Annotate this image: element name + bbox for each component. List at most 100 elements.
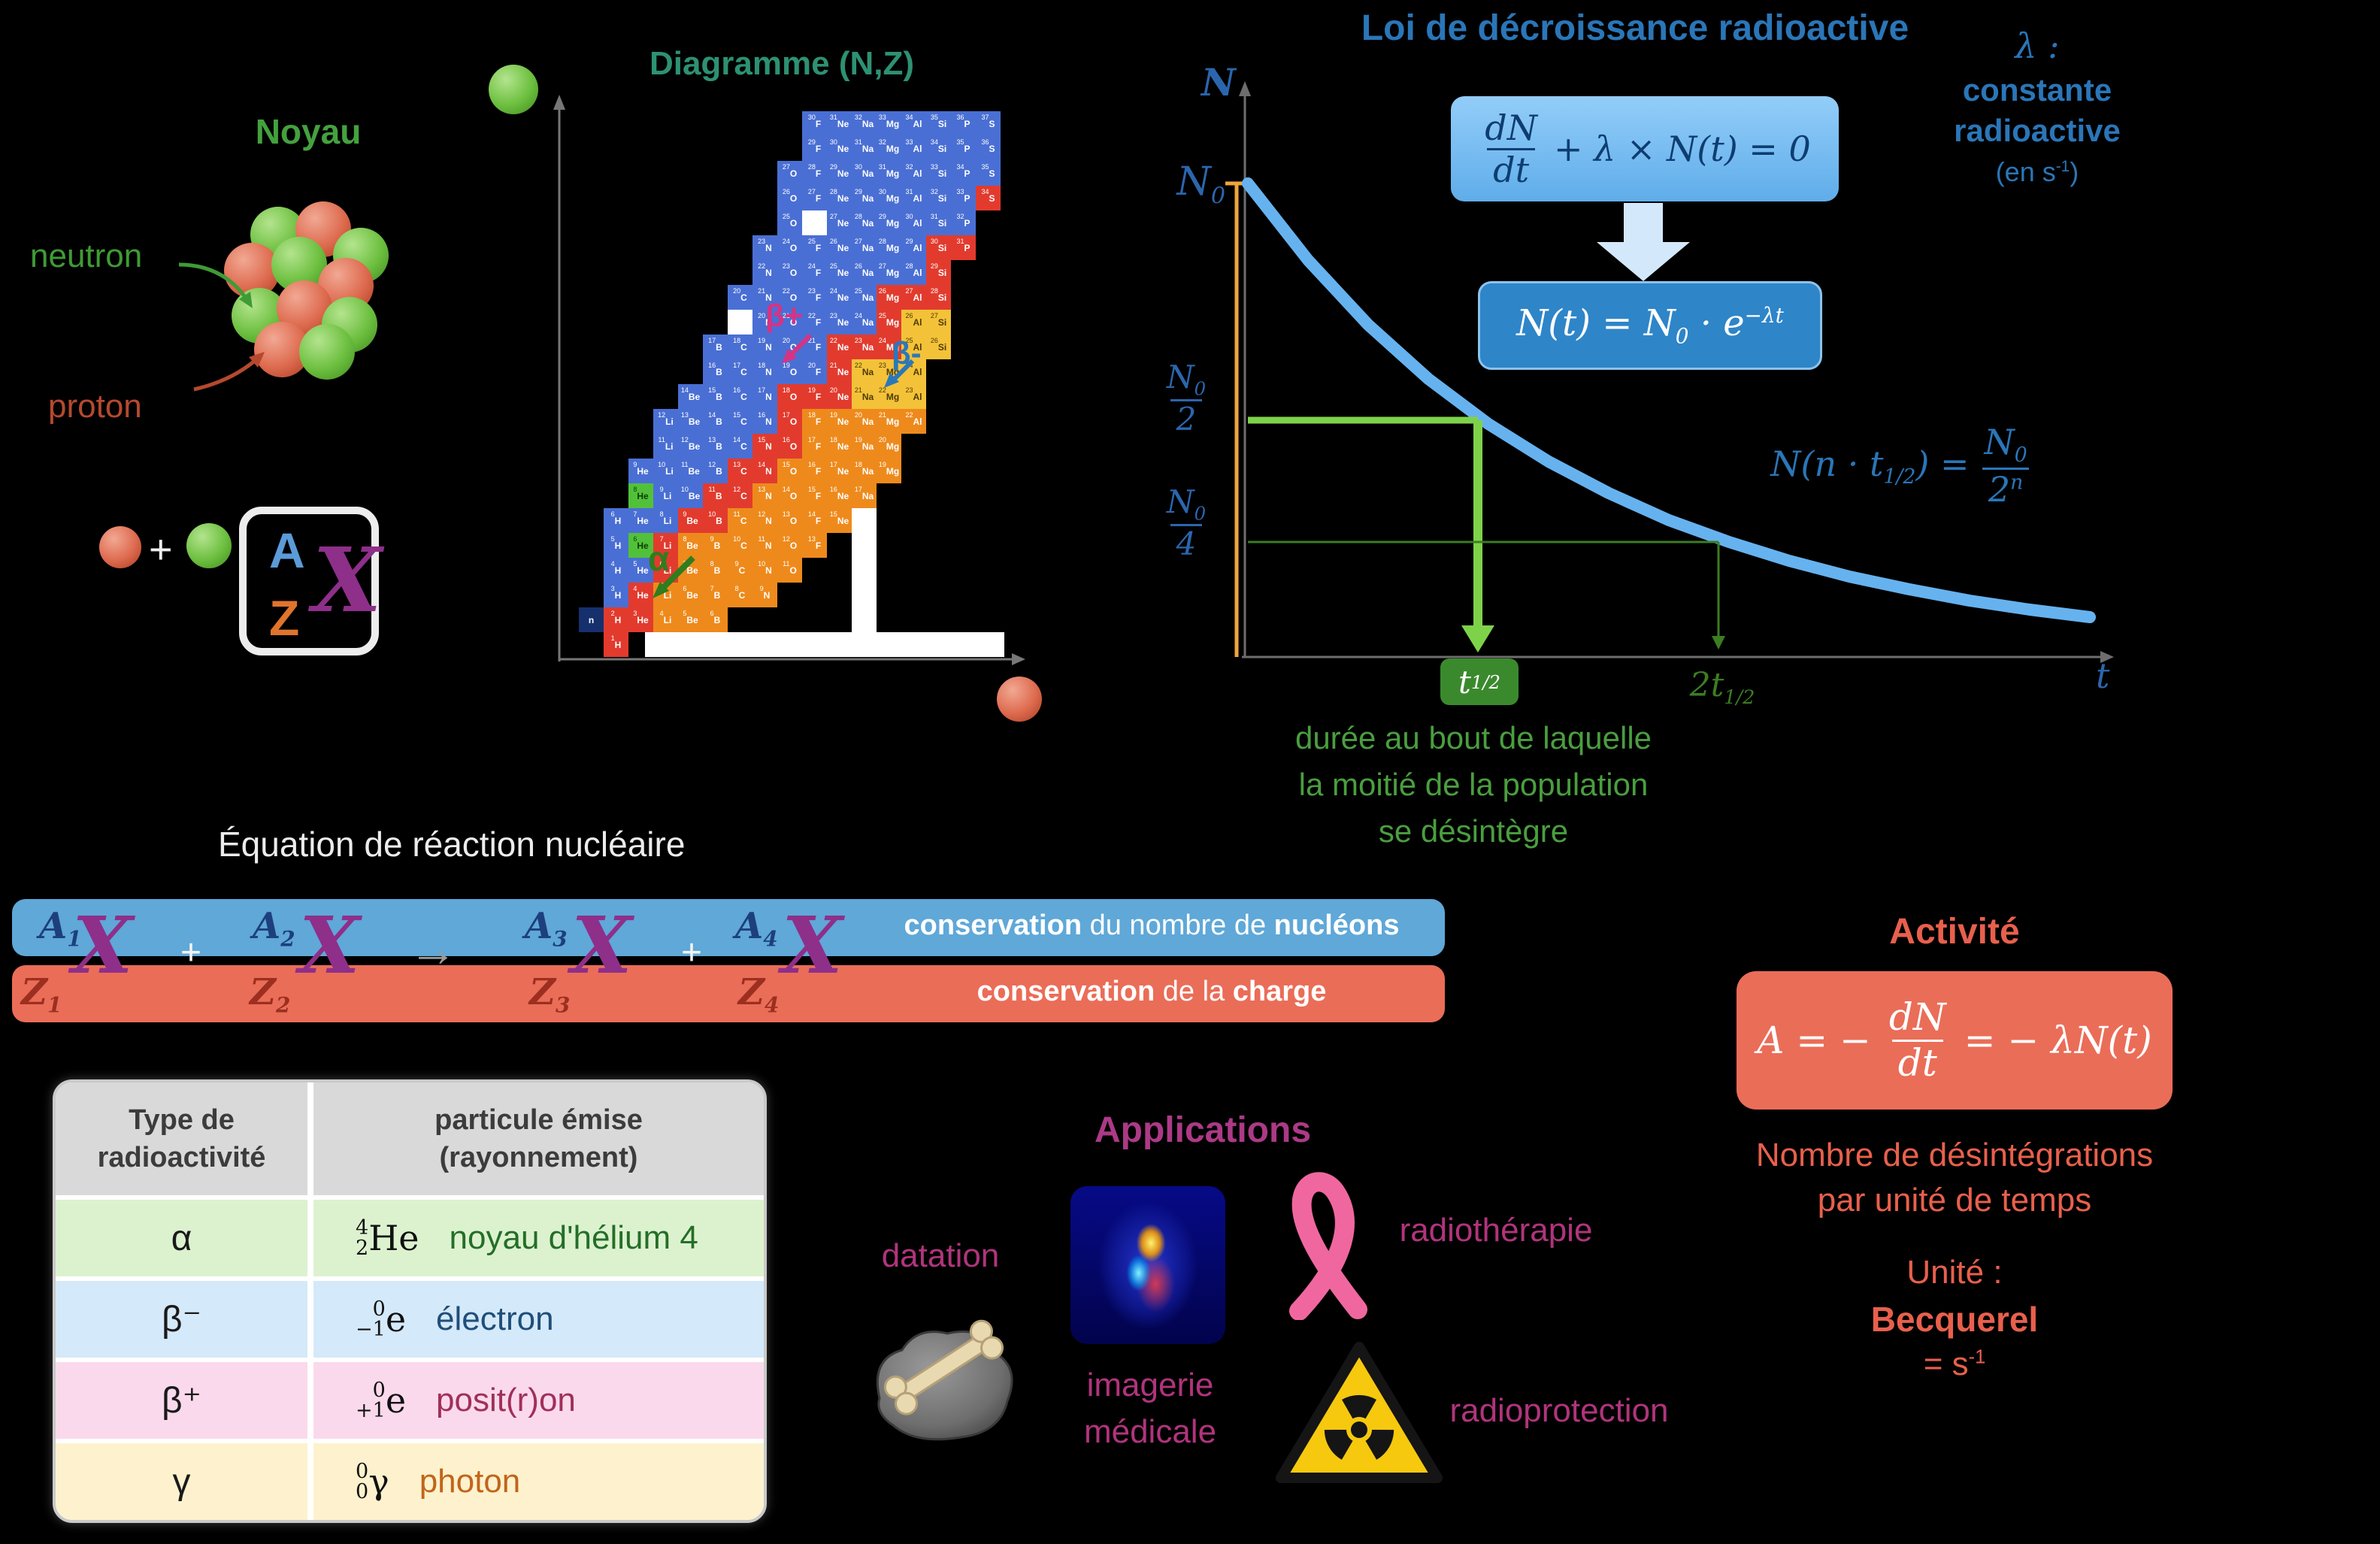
atomic-number-1: Z1	[21, 971, 62, 1018]
nuclide-x-4: X	[782, 899, 843, 991]
nuclide-cell: n	[579, 607, 604, 632]
lambda-note-line2: constante	[1962, 72, 2112, 107]
atomic-number-symbol: Z	[269, 590, 300, 646]
nuclide-cell	[802, 210, 827, 235]
plus-sign: +	[180, 933, 202, 973]
radiation-warning-icon	[1276, 1342, 1443, 1483]
mass-number-1: A1	[39, 905, 82, 952]
nucleon-conservation-bar	[12, 899, 1445, 956]
nucleon-conservation-label: conservation du nombre de nucléons	[904, 910, 1400, 941]
neutron-label: neutron	[30, 238, 143, 274]
unit-label: Unité :	[1906, 1254, 2003, 1291]
beta-plus-label: β+	[765, 298, 804, 333]
activity-caption-line1: Nombre de désintégrations	[1755, 1137, 2154, 1173]
atomic-number-3: Z3	[529, 971, 571, 1018]
n0-tick-label: N0	[1176, 159, 1225, 210]
proton-label: proton	[48, 388, 142, 425]
charge-conservation-bar	[12, 965, 1445, 1022]
n0-over-4-label: N0 4	[1166, 483, 1207, 563]
half-life-caption-line1: durée au bout de laquelle	[1294, 720, 1652, 755]
halving-formula: N(n · t1/2) = N0 2n	[1737, 422, 2067, 510]
radiotherapy-label: radiothérapie	[1399, 1212, 1593, 1249]
dating-label: datation	[881, 1237, 1000, 1274]
mass-number-4: A4	[735, 905, 778, 952]
fossil-image	[876, 1319, 1013, 1441]
alpha-label: α	[648, 539, 670, 578]
